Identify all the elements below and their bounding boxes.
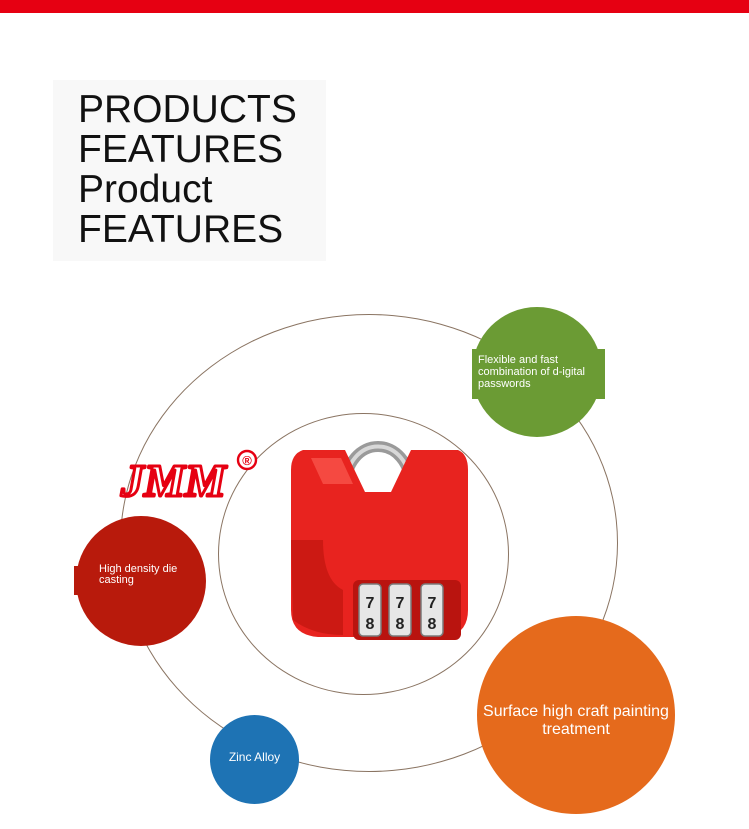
- feature-label-material: Zinc Alloy: [228, 750, 281, 764]
- feature-label-surface: Surface high craft painting treatment: [483, 703, 669, 738]
- padlock-image: 7 8 7 8 7 8: [291, 441, 468, 640]
- feature-label-casting: High density die casting: [99, 563, 178, 586]
- feature-tab-password: [472, 349, 605, 399]
- feature-label-password: Flexible and fast combination of d-igita…: [478, 354, 586, 390]
- lock-body-shine: [311, 458, 353, 484]
- dial-wheel-3: 7 8: [420, 583, 444, 637]
- dial-wheel-1: 7 8: [358, 583, 382, 637]
- heading-line-4: FEATURES: [78, 208, 284, 251]
- dial-3-digit-lower: 8: [428, 616, 437, 633]
- heading-line-3: Product: [78, 168, 213, 211]
- heading-line-1: PRODUCTS: [78, 88, 297, 131]
- feature-bubble-material: [210, 715, 299, 804]
- top-accent-bar: [0, 0, 749, 13]
- dial-2-digit: 7: [396, 595, 405, 612]
- registered-mark: ®: [242, 453, 252, 468]
- logo-wordmark: JMM: [120, 455, 228, 505]
- lock-side-panel: [291, 540, 343, 635]
- dial-2-digit-lower: 8: [396, 616, 405, 633]
- dial-1-digit: 7: [366, 595, 375, 612]
- dial-wheel-2: 7 8: [388, 583, 412, 637]
- dial-3-digit: 7: [428, 595, 437, 612]
- feature-bubble-surface: [477, 616, 675, 814]
- inner-orbit-ring: [218, 413, 509, 695]
- features-heading: PRODUCTS FEATURES Product FEATURES: [53, 80, 326, 261]
- jmm-logo: JMM ®: [119, 449, 258, 505]
- heading-line-2: FEATURES: [78, 128, 284, 171]
- feature-tab-casting: [74, 566, 130, 595]
- dial-1-digit-lower: 8: [366, 616, 375, 633]
- registered-mark-ring: [236, 449, 258, 471]
